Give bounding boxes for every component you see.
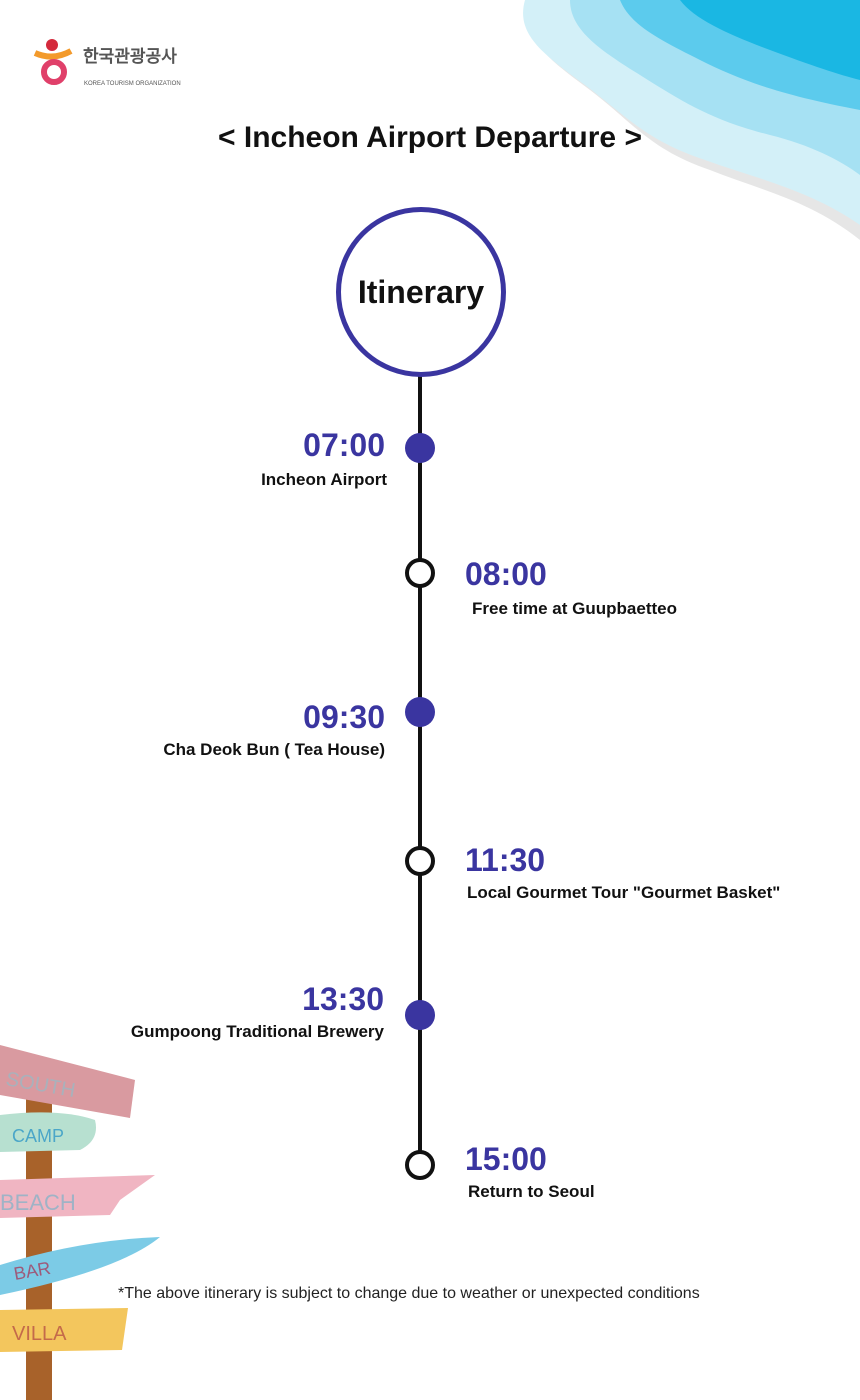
item-time: 15:00 [465, 1141, 547, 1177]
logo-korean-text: 한국관광공사 [83, 47, 177, 66]
disclaimer-note: *The above itinerary is subject to chang… [118, 1285, 700, 1302]
timeline-dot-filled [405, 1000, 435, 1030]
timeline-dot-open [405, 1150, 435, 1180]
item-desc: Gumpoong Traditional Brewery [130, 1022, 384, 1041]
logo-english-text: KOREA TOURISM ORGANIZATION [84, 81, 181, 87]
ocean-wave-decoration [523, 0, 860, 240]
sign-beach: BEACH [0, 1190, 76, 1215]
item-desc: Return to Seoul [468, 1182, 595, 1201]
sign-villa: VILLA [12, 1323, 67, 1345]
item-time: 13:30 [302, 981, 384, 1017]
timeline-dot-open [405, 846, 435, 876]
signpost-illustration: SOUTH CAMP BEACH BAR VILLA [0, 1045, 160, 1400]
item-desc: Cha Deok Bun ( Tea House) [163, 740, 385, 759]
itinerary-label: Itinerary [357, 274, 485, 310]
timeline-line [418, 375, 422, 1165]
timeline-dot-filled [405, 697, 435, 727]
item-time: 11:30 [465, 842, 546, 878]
item-time: 08:00 [465, 556, 547, 592]
item-desc: Free time at Guupbaetteo [472, 599, 677, 618]
kto-logo-icon [33, 39, 73, 85]
item-time: 07:00 [303, 427, 385, 463]
page-title: < Incheon Airport Departure > [218, 121, 642, 154]
timeline-dot-open [405, 558, 435, 588]
item-desc: Incheon Airport [261, 470, 387, 489]
sign-camp: CAMP [12, 1126, 64, 1146]
item-time: 09:30 [303, 699, 385, 735]
itinerary-circle: Itinerary [336, 207, 506, 377]
item-desc: Local Gourmet Tour "Gourmet Basket" [467, 883, 781, 902]
timeline-dot-filled [405, 433, 435, 463]
